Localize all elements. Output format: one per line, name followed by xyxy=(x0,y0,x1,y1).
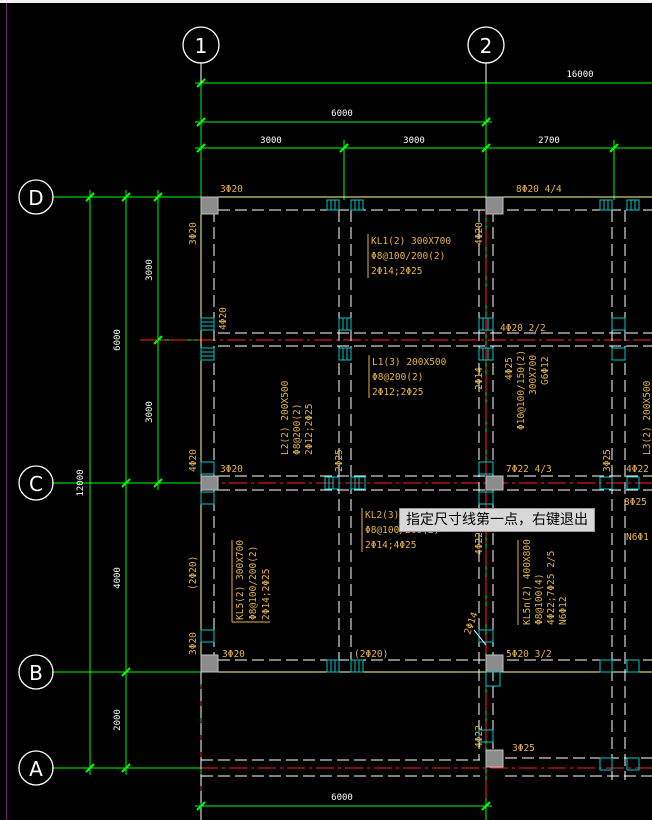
note-b2-top[interactable]: 5Φ20 3/2 xyxy=(506,649,552,660)
beam-lines xyxy=(200,196,652,820)
note-c-mid[interactable]: 2Φ25 xyxy=(334,449,345,472)
dim-top-span: 6000 xyxy=(331,109,353,119)
note-c2-r3[interactable]: 8Φ25 xyxy=(624,497,647,508)
dimension-texts: 16000 6000 3000 3000 2700 12000 6000 300… xyxy=(76,70,594,803)
note-l3-a[interactable]: L3(2) 200X500 xyxy=(642,380,652,455)
dim-bottom-span: 6000 xyxy=(331,793,353,803)
note-kl5n-b[interactable]: Φ8@100(4) xyxy=(534,574,545,625)
note-v2-e[interactable]: G6Φ12 xyxy=(540,356,551,385)
dim-top-total: 16000 xyxy=(566,70,593,80)
window-top-edge xyxy=(0,0,652,3)
note-b1-side[interactable]: 3Φ20 xyxy=(188,632,199,655)
note-v2-c[interactable]: Φ10@100/150(2) xyxy=(516,350,527,430)
axis-label-a: A xyxy=(29,757,43,781)
dim-left-total: 12000 xyxy=(76,469,86,496)
note-l2-c[interactable]: 2Φ12;2Φ25 xyxy=(304,404,315,455)
dim-left-mid-c: 3000 xyxy=(145,401,155,423)
note-l2-b[interactable]: Φ8@200(2) xyxy=(292,404,303,455)
axis-bubbles: 1 2 D C B A xyxy=(18,26,505,786)
note-d1-top[interactable]: 3Φ20 xyxy=(220,184,243,195)
column-c2 xyxy=(485,475,504,491)
note-c-left-side[interactable]: 4Φ20 xyxy=(188,449,199,472)
note-l1-a[interactable]: L1(3) 200X500 xyxy=(372,357,447,368)
dim-left-d-mid: 3000 xyxy=(145,259,155,281)
axis-label-1: 1 xyxy=(195,34,208,58)
note-kl1-c[interactable]: 2Φ14;2Φ25 xyxy=(371,266,422,277)
command-prompt-tooltip: 指定尺寸线第一点，右键退出 xyxy=(399,508,595,532)
note-l2-a[interactable]: L2(2) 200X500 xyxy=(280,380,291,455)
note-a2-side[interactable]: 4Φ22 xyxy=(474,725,485,748)
column-b1 xyxy=(200,654,219,673)
axis-bubble-2[interactable]: 2 xyxy=(467,26,505,83)
note-c2-r2[interactable]: 4Φ22 xyxy=(626,464,649,475)
rebar-marks xyxy=(200,199,640,771)
note-l1-b[interactable]: Φ8@200(2) xyxy=(372,372,423,383)
note-l1-c[interactable]: 2Φ12;2Φ25 xyxy=(372,387,423,398)
axis-label-c: C xyxy=(29,472,43,496)
column-d2 xyxy=(485,196,504,215)
dim-top-bay-2: 3000 xyxy=(403,136,425,146)
dimension-lines xyxy=(52,62,652,820)
note-v2-b[interactable]: 4Φ25 xyxy=(504,357,515,380)
note-b1-top[interactable]: 3Φ20 xyxy=(222,649,245,660)
axis-bubble-a[interactable]: A xyxy=(18,750,54,786)
note-kl5-b[interactable]: Φ8@100/200(2) xyxy=(248,546,259,620)
axis-bubble-b[interactable]: B xyxy=(18,654,54,690)
note-kl2-c[interactable]: 2Φ14;4Φ25 xyxy=(365,540,416,551)
note-kl1-b[interactable]: Φ8@100/200(2) xyxy=(371,251,445,262)
columns xyxy=(200,196,504,768)
column-b2 xyxy=(485,654,504,673)
axis-bubble-1[interactable]: 1 xyxy=(182,26,220,83)
dim-top-bay-1: 3000 xyxy=(260,136,282,146)
dim-left-c-b: 4000 xyxy=(113,567,123,589)
note-c-left-top[interactable]: 3Φ20 xyxy=(220,464,243,475)
note-b-2phi14[interactable]: 2Φ14 xyxy=(462,611,480,637)
axis-label-d: D xyxy=(28,186,43,210)
note-v2-a[interactable]: 2Φ14 xyxy=(474,367,485,390)
note-kl5n-d[interactable]: N6Φ12 xyxy=(558,596,569,625)
column-c1 xyxy=(200,475,219,491)
note-v2-lower[interactable]: 4Φ22 xyxy=(474,532,485,555)
note-kl1-a[interactable]: KL1(2) 300X700 xyxy=(371,236,451,247)
note-mid2[interactable]: 4Φ20 2/2 xyxy=(500,323,546,334)
dim-left-upper: 6000 xyxy=(113,329,123,351)
note-b-mid[interactable]: (2Φ20) xyxy=(354,649,388,660)
note-kl5n-c[interactable]: 4Φ22;7Φ25 2/5 xyxy=(546,551,557,625)
column-d1 xyxy=(200,196,219,215)
note-kl2-a[interactable]: KL2(3) xyxy=(365,510,399,521)
axis-lines xyxy=(140,200,652,800)
beam-annotations: 3Φ20 3Φ20 8Φ20 4/4 4Φ20 KL1(2) 300X700 Φ… xyxy=(188,184,652,754)
note-kl5-c[interactable]: 2Φ14;2Φ25 xyxy=(261,569,272,620)
note-d2-top[interactable]: 8Φ20 4/4 xyxy=(516,184,562,195)
axis-bubble-d[interactable]: D xyxy=(18,179,54,215)
note-c2-r1[interactable]: 3Φ25 xyxy=(602,449,613,472)
note-d2-side[interactable]: 4Φ20 xyxy=(474,222,485,245)
note-v2-d[interactable]: 300X700 xyxy=(528,355,539,395)
column-a2 xyxy=(485,749,504,768)
axis-bubble-c[interactable]: C xyxy=(18,465,54,501)
dim-left-b-a: 2000 xyxy=(113,709,123,731)
note-kl5n-a[interactable]: KL5n(2) 400X800 xyxy=(522,539,533,625)
note-mid-side[interactable]: 4Φ20 xyxy=(218,307,229,330)
dim-top-bay-3: 2700 xyxy=(538,136,560,146)
axis-label-2: 2 xyxy=(480,34,493,58)
axis-label-b: B xyxy=(29,661,43,685)
note-c2-top[interactable]: 7Φ22 4/3 xyxy=(506,464,552,475)
viewport-left-edge xyxy=(0,3,7,820)
note-d1-side[interactable]: 3Φ20 xyxy=(188,222,199,245)
note-a2-top[interactable]: 3Φ25 xyxy=(512,743,535,754)
note-kl5-a[interactable]: KL5(2) 300X700 xyxy=(235,540,246,620)
note-kl5-side[interactable]: (2Φ20) xyxy=(188,556,199,590)
note-c2-r4[interactable]: N6Φ1 xyxy=(626,532,649,543)
